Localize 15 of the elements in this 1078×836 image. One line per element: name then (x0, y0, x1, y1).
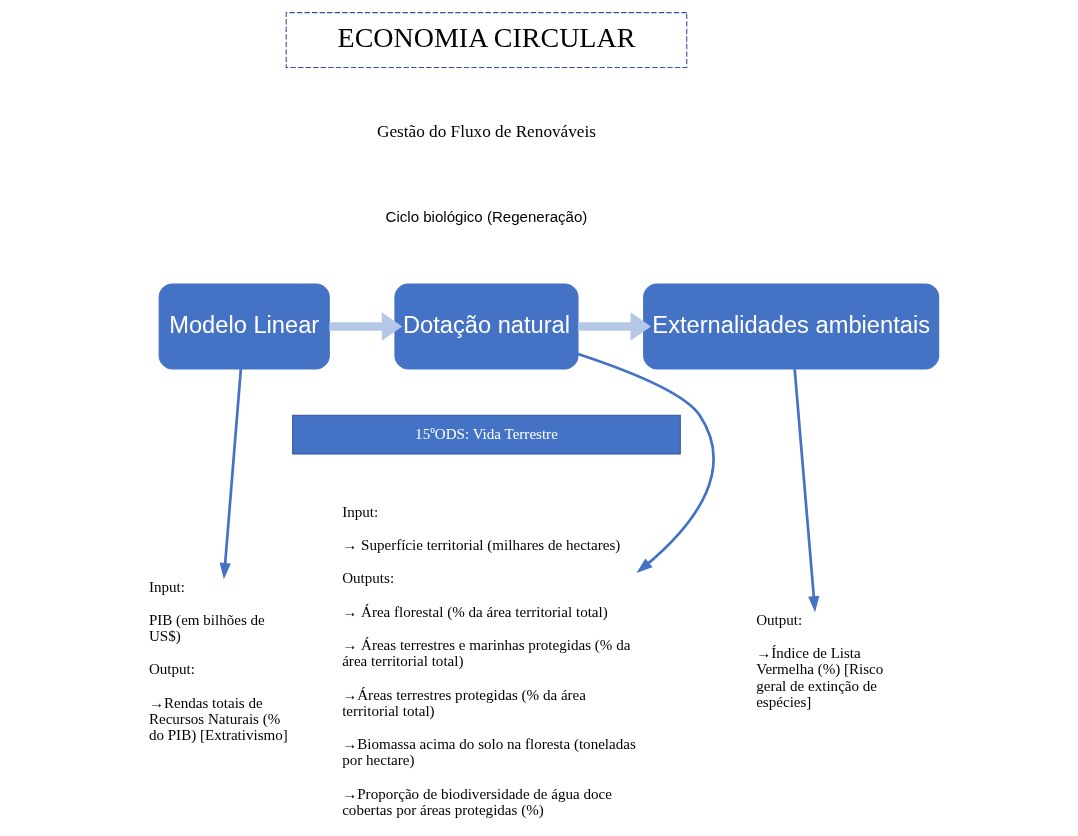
arrow (219, 368, 242, 580)
node-box: Dotação natural (393, 283, 579, 370)
node-box: Modelo Linear (158, 283, 330, 370)
node-text: Output: →Índice de Lista Vermelha (%) [Risco geral de extinção de espécies] (755, 611, 883, 710)
node-text: Input: → Superfície territorial (milhares de hectares) Outputs: → Área florestal (% da área territorial total) → Áreas terrestres e marinhas protegidas (% da área territorial total) →Áreas terrestres protegidas (% da área territorial total) →Biomassa acima do solo na floresta (toneladas por hectare) →Proporção de biodiversidade de água doce cobertas por áreas protegidas (%) (341, 503, 636, 818)
node-box: Externalidades ambientais (642, 283, 939, 370)
node-box: ECONOMIA CIRCULAR (285, 12, 687, 69)
node-box: 15ºODS: Vida Terrestre (291, 414, 681, 455)
arrow (577, 352, 715, 574)
arrow (328, 312, 402, 341)
arrow (792, 368, 819, 613)
label: Gestão do Fluxo de Renováveis (376, 122, 596, 142)
node-text: Input: PIB (em bilhões de US$) Output: →Rendas totais de Recursos Naturais (% do PIB) [Extrativismo] (148, 578, 288, 744)
arrow (577, 312, 651, 341)
label: Ciclo biológico (Regeneração) (385, 208, 587, 226)
